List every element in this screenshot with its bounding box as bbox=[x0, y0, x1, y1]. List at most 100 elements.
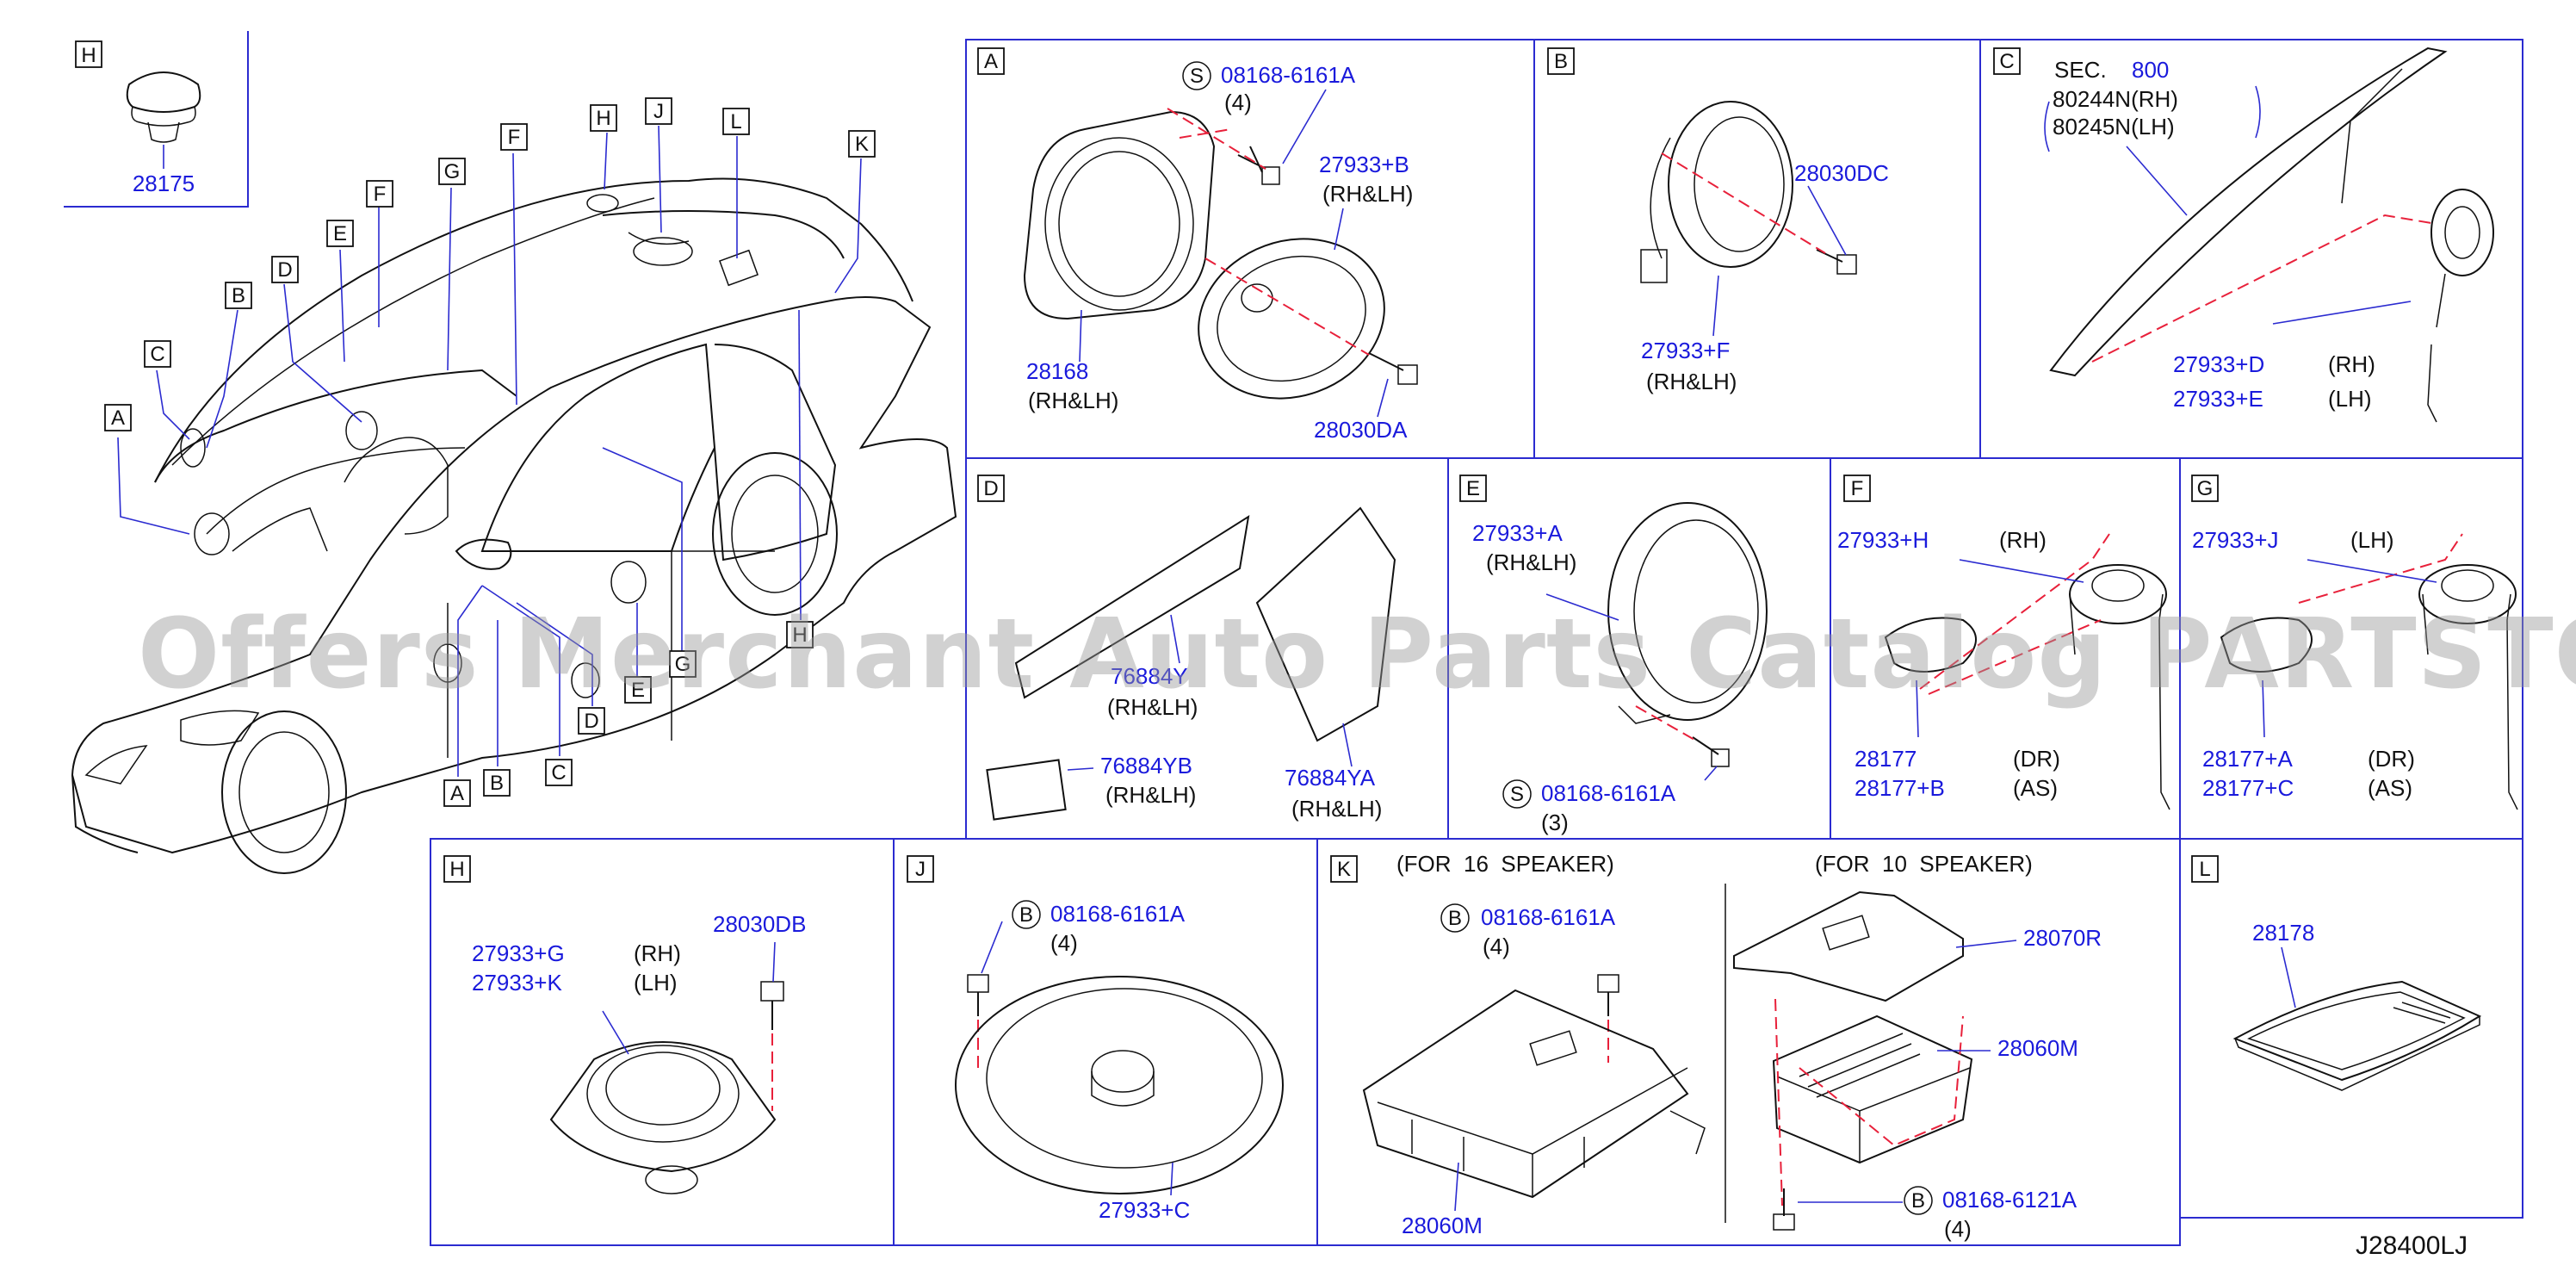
panel-frames bbox=[64, 31, 2523, 1246]
bolt-icon bbox=[1692, 736, 1730, 767]
tweeter-27933h-icon bbox=[2069, 564, 2170, 810]
panel-b-tag: B bbox=[1554, 50, 1568, 73]
car-tag-d-bottom: D bbox=[584, 710, 598, 733]
panel-g-tag: G bbox=[2197, 477, 2214, 500]
panel-c-ref2: 80245N(LH) bbox=[2053, 114, 2175, 140]
car-tag-h-bottom: H bbox=[792, 623, 807, 647]
panel-f: F 27933+H (RH) 28177 (DR) 28177+B (AS) bbox=[1837, 475, 2170, 810]
panel-e-speaker-part: 27933+A bbox=[1472, 520, 1563, 546]
panel-j-speaker-part: 27933+C bbox=[1099, 1197, 1190, 1223]
car-tag-a-bottom: A bbox=[450, 782, 464, 805]
watermark: Offers Merchant Auto Parts Catalog PARTS… bbox=[138, 599, 2576, 710]
panel-g-tweeter-part: 27933+J bbox=[2192, 527, 2278, 553]
panel-k-screw-symbol-2: B bbox=[1911, 1189, 1925, 1213]
panel-a-tag: A bbox=[984, 50, 998, 73]
panel-f-cover2: 28177+B bbox=[1855, 775, 1945, 801]
speaker-27933f-icon bbox=[1640, 101, 1793, 283]
panel-h-tag: H bbox=[449, 858, 464, 881]
screw-icon bbox=[1237, 146, 1280, 185]
panel-k-amp-part-10: 28060M bbox=[1997, 1035, 2078, 1061]
panel-j-screw-symbol: B bbox=[1019, 903, 1033, 927]
car-tag-g-top: G bbox=[444, 160, 461, 183]
panel-c-rh: (RH) bbox=[2328, 351, 2375, 377]
amplifier-16-speaker-icon bbox=[1362, 989, 1706, 1199]
panel-g-cover2: 28177+C bbox=[2202, 775, 2294, 801]
car-tag-a-top: A bbox=[111, 406, 125, 430]
panel-h-part-rh: 27933+G bbox=[472, 940, 565, 966]
panel-e: E 27933+A (RH&LH) S 08168-6161A (3) bbox=[1459, 475, 1768, 835]
panel-f-tag: F bbox=[1851, 477, 1864, 500]
panel-k-bracket-part: 28070R bbox=[2023, 925, 2102, 951]
panel-a-speaker-side: (RH&LH) bbox=[1322, 181, 1413, 207]
screw-icon bbox=[1597, 974, 1619, 1016]
panel-a-screw-part: 08168-6161A bbox=[1221, 62, 1356, 88]
panel-b-bolt-part: 28030DC bbox=[1794, 160, 1889, 186]
panel-a-bracket-part: 28168 bbox=[1026, 358, 1088, 384]
car-tag-c-top: C bbox=[150, 343, 164, 366]
panel-c-part-rh: 27933+D bbox=[2173, 351, 2264, 377]
panel-b: B 28030DC 27933+F (RH&LH) bbox=[1547, 47, 1889, 394]
panel-f-cover2-side: (AS) bbox=[2013, 775, 2058, 801]
panel-h-lh: (LH) bbox=[634, 970, 678, 996]
panel-l-grille-part: 28178 bbox=[2252, 920, 2314, 946]
screw-icon bbox=[1773, 1188, 1795, 1231]
tag-box bbox=[75, 40, 102, 68]
speaker-27933a-icon bbox=[1607, 502, 1768, 724]
panel-l: L 28178 bbox=[2191, 855, 2482, 1091]
panel-g-cover2-side: (AS) bbox=[2368, 775, 2412, 801]
panel-a-speaker-part: 27933+B bbox=[1319, 152, 1409, 177]
tweeter-cover-icon bbox=[1884, 617, 1977, 673]
panel-e-screw-symbol: S bbox=[1510, 783, 1524, 806]
amplifier-10-speaker-icon bbox=[1772, 1014, 1973, 1164]
panel-a-bracket-side: (RH&LH) bbox=[1028, 388, 1118, 413]
speaker-27933b-icon bbox=[1198, 238, 1385, 400]
car-tag-g-bottom: G bbox=[675, 653, 691, 676]
inset-clip-28175: H 28175 bbox=[75, 40, 201, 196]
panel-f-tweeter-part: 27933+H bbox=[1837, 527, 1929, 553]
bolt-icon bbox=[1368, 352, 1418, 385]
panel-k-tag: K bbox=[1337, 858, 1351, 881]
panel-k-amp-part-16: 28060M bbox=[1402, 1213, 1483, 1238]
panel-k-heading-10: (FOR 10 SPEAKER) bbox=[1815, 851, 2033, 877]
car-tag-h: H bbox=[596, 107, 610, 130]
tweeter-27933j-icon bbox=[2418, 564, 2518, 810]
panel-j-screw-qty: (4) bbox=[1050, 930, 1078, 956]
speaker-27933g-icon bbox=[549, 1041, 777, 1194]
clip-icon bbox=[126, 71, 201, 143]
panel-k-screw-part-1: 08168-6161A bbox=[1481, 904, 1616, 930]
panel-d-part1-side: (RH&LH) bbox=[1107, 694, 1198, 720]
insulator-pad-icon bbox=[986, 506, 1396, 821]
car-tag-f-top: F bbox=[508, 126, 521, 149]
panel-d: D 76884Y (RH&LH) 76884YB (RH&LH) 76884YA… bbox=[977, 475, 1396, 822]
panel-a-screw-symbol: S bbox=[1190, 65, 1204, 88]
car-overview: H J L K F G F E D B C A A B C D E G H bbox=[71, 97, 957, 874]
car-tag-k: K bbox=[855, 133, 869, 156]
door-trim-icon bbox=[2049, 47, 2448, 377]
panel-f-cover1: 28177 bbox=[1855, 746, 1917, 772]
speaker-grille-icon bbox=[2232, 980, 2482, 1091]
panel-f-cover1-side: (DR) bbox=[2013, 746, 2060, 772]
car-callout-tags: H J L K F G F E D B C A A B C D E G H bbox=[104, 97, 876, 807]
inset-tag: H bbox=[81, 44, 96, 67]
panel-c-tag: C bbox=[1999, 50, 2014, 73]
panel-d-part1: 76884Y bbox=[1111, 663, 1188, 689]
car-tag-j: J bbox=[653, 100, 664, 123]
panel-a-screw-qty: (4) bbox=[1224, 90, 1252, 115]
panel-g-cover1-side: (DR) bbox=[2368, 746, 2415, 772]
panel-k-screw-part-2: 08168-6121A bbox=[1942, 1187, 2078, 1213]
tweeter-27933d-icon bbox=[2427, 189, 2494, 423]
panel-d-part2-side: (RH&LH) bbox=[1105, 782, 1196, 808]
car-tag-e-bottom: E bbox=[631, 679, 645, 702]
panel-c-sec-number: 800 bbox=[2132, 57, 2169, 83]
panel-a-bolt-part: 28030DA bbox=[1314, 417, 1408, 443]
panel-b-speaker-side: (RH&LH) bbox=[1646, 369, 1737, 394]
bolt-icon bbox=[760, 981, 784, 1030]
panel-j-screw-part: 08168-6161A bbox=[1050, 901, 1186, 927]
speaker-27933c-icon bbox=[955, 976, 1284, 1194]
inset-part-number: 28175 bbox=[133, 171, 195, 196]
panel-k-screw-qty-2: (4) bbox=[1944, 1216, 1972, 1242]
speaker-bracket-icon bbox=[1023, 110, 1216, 320]
panel-k: K (FOR 16 SPEAKER) (FOR 10 SPEAKER) B 08… bbox=[1330, 851, 2102, 1242]
car-tag-d-top: D bbox=[277, 258, 292, 282]
